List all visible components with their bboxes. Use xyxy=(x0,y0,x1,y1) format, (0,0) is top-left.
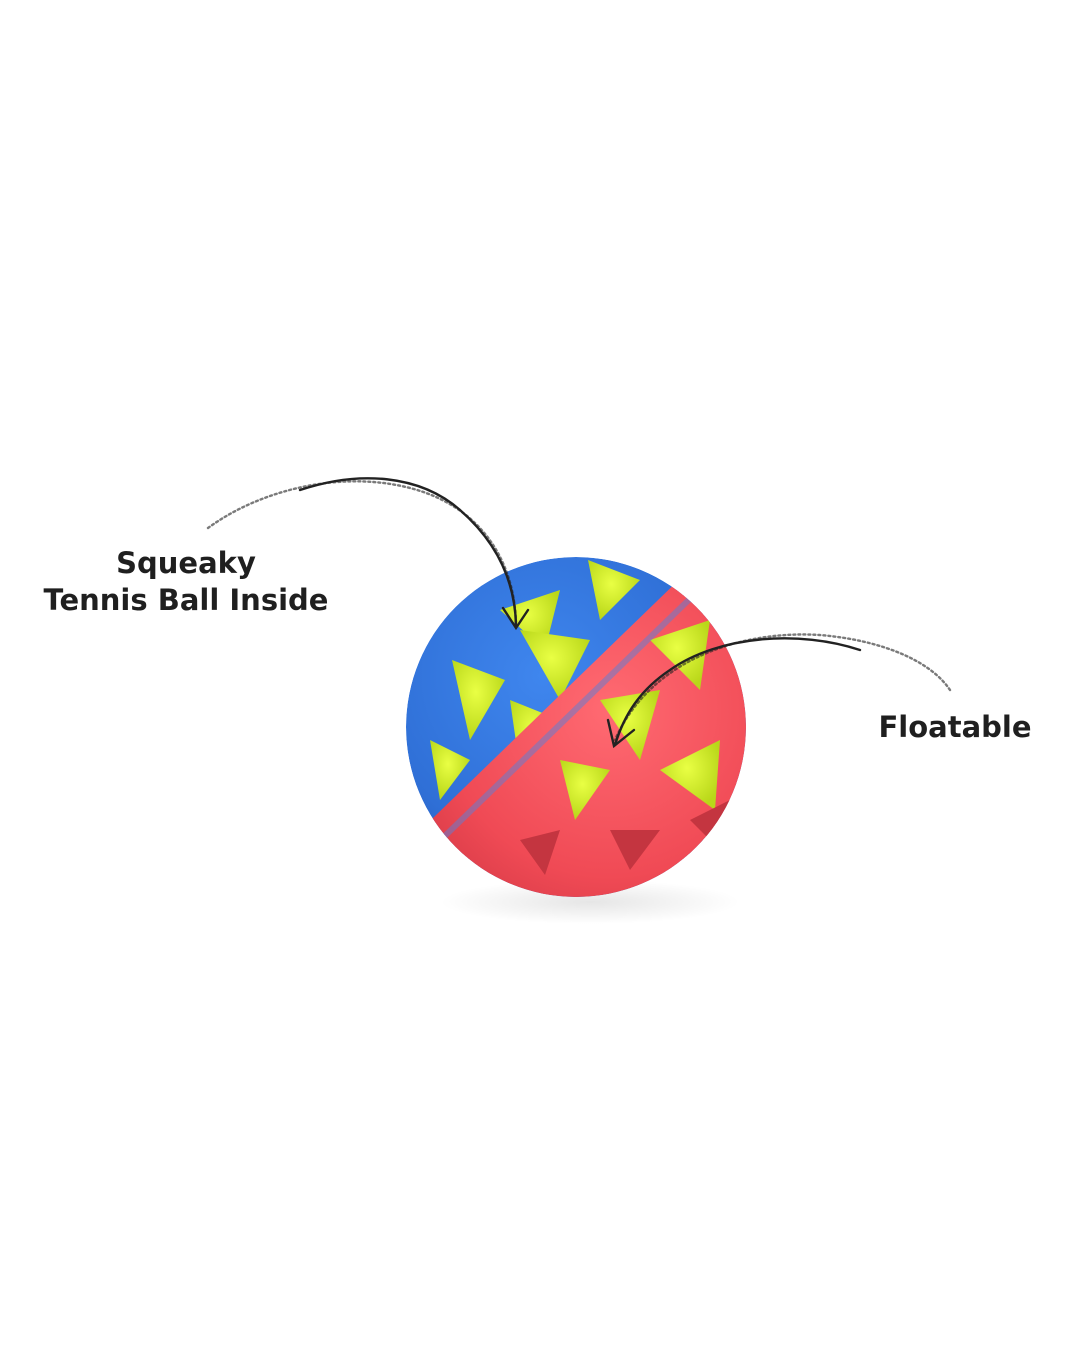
callout-floatable-label: Floatable xyxy=(878,710,1032,744)
ball-seam xyxy=(417,557,733,863)
callout-squeaky-line2: Tennis Ball Inside xyxy=(43,583,329,618)
callout-squeaky-label: Squeaky Tennis Ball Inside xyxy=(36,545,336,619)
ball-shadow xyxy=(440,880,740,924)
arrow-floatable xyxy=(606,633,952,749)
arrow-squeaky xyxy=(206,477,530,631)
callout-squeaky-line1: Squeaky xyxy=(116,546,256,580)
ball-body xyxy=(406,557,746,897)
